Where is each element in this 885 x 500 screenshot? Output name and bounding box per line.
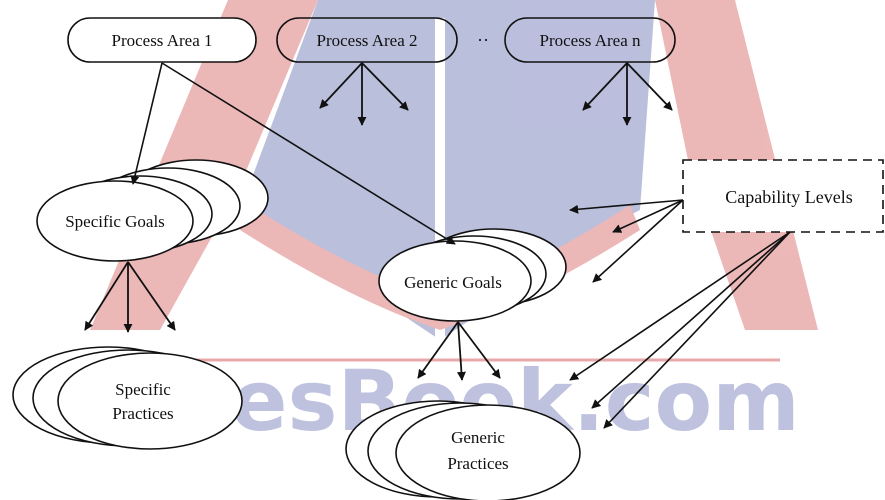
generic-goals-stack (378, 228, 567, 322)
generic-goals-label: Generic Goals (404, 273, 502, 292)
generic-practices-stack (345, 400, 581, 500)
capability-levels-label: Capability Levels (725, 187, 852, 207)
process-area-2-label: Process Area 2 (316, 31, 417, 50)
process-area-n-box (504, 17, 676, 63)
specific-goals-stack (36, 159, 269, 262)
process-area-1-label: Process Area 1 (111, 31, 212, 50)
process-area-2-box (276, 17, 458, 63)
ellipsis-label: ·· (477, 30, 489, 50)
process-area-2-arrows (319, 62, 409, 126)
generic-practices-label-line2: Practices (447, 454, 508, 473)
generic-goals-to-practices-arrows (417, 321, 501, 381)
process-area-1-box (67, 17, 257, 63)
specific-practices-label-line1: Specific (115, 380, 171, 399)
generic-practices-label-line1: Generic (451, 428, 505, 447)
process-area-n-arrows (582, 62, 673, 126)
process-area-n-label: Process Area n (539, 31, 641, 50)
specific-goals-label: Specific Goals (65, 212, 165, 231)
process-area-1-arrows (130, 62, 456, 245)
capability-levels-arrows (569, 199, 791, 429)
specific-practices-stack (12, 346, 243, 450)
specific-goals-to-practices-arrows (84, 261, 176, 333)
capability-levels-box (682, 159, 884, 233)
specific-practices-label-line2: Practices (112, 404, 173, 423)
